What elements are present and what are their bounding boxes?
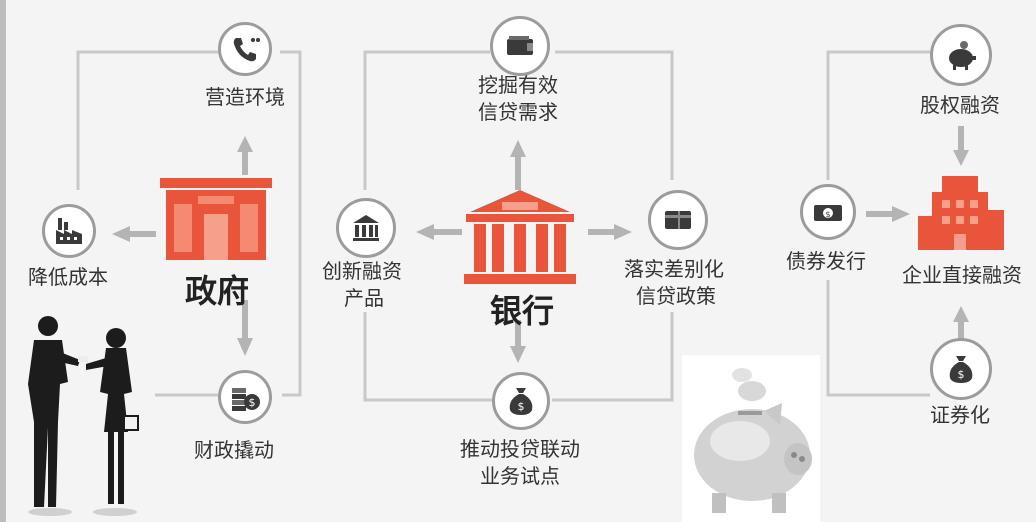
enterprise-title: 企业直接融资 xyxy=(902,263,1022,287)
securitization-node: $ xyxy=(930,338,992,400)
svg-text:$: $ xyxy=(518,400,525,413)
cost-label: 降低成本 xyxy=(28,265,108,289)
pilot-node: $ xyxy=(492,372,550,430)
pilot-label-line1: 推动投贷联动 xyxy=(460,437,580,461)
wallet-icon xyxy=(507,36,533,55)
bank-loop-left xyxy=(363,50,490,190)
factory-icon xyxy=(56,218,82,244)
product-node xyxy=(336,198,396,258)
demand-label-line1: 挖掘有效 xyxy=(478,73,558,97)
government-title: 政府 xyxy=(185,272,250,310)
piggy-bank-icon xyxy=(682,355,820,522)
product-label-line2: 产品 xyxy=(344,286,384,310)
fiscal-label: 财政撬动 xyxy=(194,438,274,462)
piggy-bank-icon xyxy=(949,41,976,70)
environment-node xyxy=(218,22,272,76)
environment-label: 营造环境 xyxy=(205,85,285,109)
fiscal-node: $ xyxy=(218,370,272,424)
bank-icon xyxy=(353,215,379,241)
svg-text:$: $ xyxy=(958,368,965,381)
left-border xyxy=(0,0,6,522)
money-bag-icon: $ xyxy=(509,388,533,415)
business-people-image xyxy=(28,316,139,516)
gov-loop-left xyxy=(76,50,222,190)
demand-label-line2: 信贷需求 xyxy=(478,100,558,124)
ent-loop-top xyxy=(826,50,930,180)
product-label-line1: 创新融资 xyxy=(322,259,402,283)
cash-icon: $ xyxy=(814,205,842,221)
money-bag-icon: $ xyxy=(949,356,973,383)
card-icon xyxy=(665,211,691,229)
bond-node: $ xyxy=(800,184,856,240)
equity-node xyxy=(930,24,992,86)
ent-loop-bottom xyxy=(826,280,930,397)
svg-text:$: $ xyxy=(249,396,256,409)
bond-label: 债券发行 xyxy=(786,249,866,273)
policy-node xyxy=(648,190,708,250)
policy-label-line2: 信贷政策 xyxy=(636,284,716,308)
svg-text:$: $ xyxy=(825,210,830,219)
phone-icon xyxy=(233,38,260,62)
pilot-label-line2: 业务试点 xyxy=(480,464,560,488)
equity-label: 股权融资 xyxy=(920,93,1000,117)
bank-loop-top-right xyxy=(555,50,674,180)
gov-loop-right xyxy=(280,50,302,397)
government-building-icon xyxy=(160,178,272,260)
bank-loop-bottom-left xyxy=(363,312,492,402)
bank-loop-bottom-right xyxy=(552,312,674,402)
policy-label-line1: 落实差别化 xyxy=(624,257,724,281)
coins-icon: $ xyxy=(232,388,260,411)
bank-building-icon xyxy=(462,190,578,284)
bank-title: 银行 xyxy=(490,292,555,330)
demand-node xyxy=(490,16,550,76)
securitization-label: 证券化 xyxy=(930,403,990,427)
cost-node xyxy=(42,204,96,258)
office-building-icon xyxy=(918,176,1004,250)
